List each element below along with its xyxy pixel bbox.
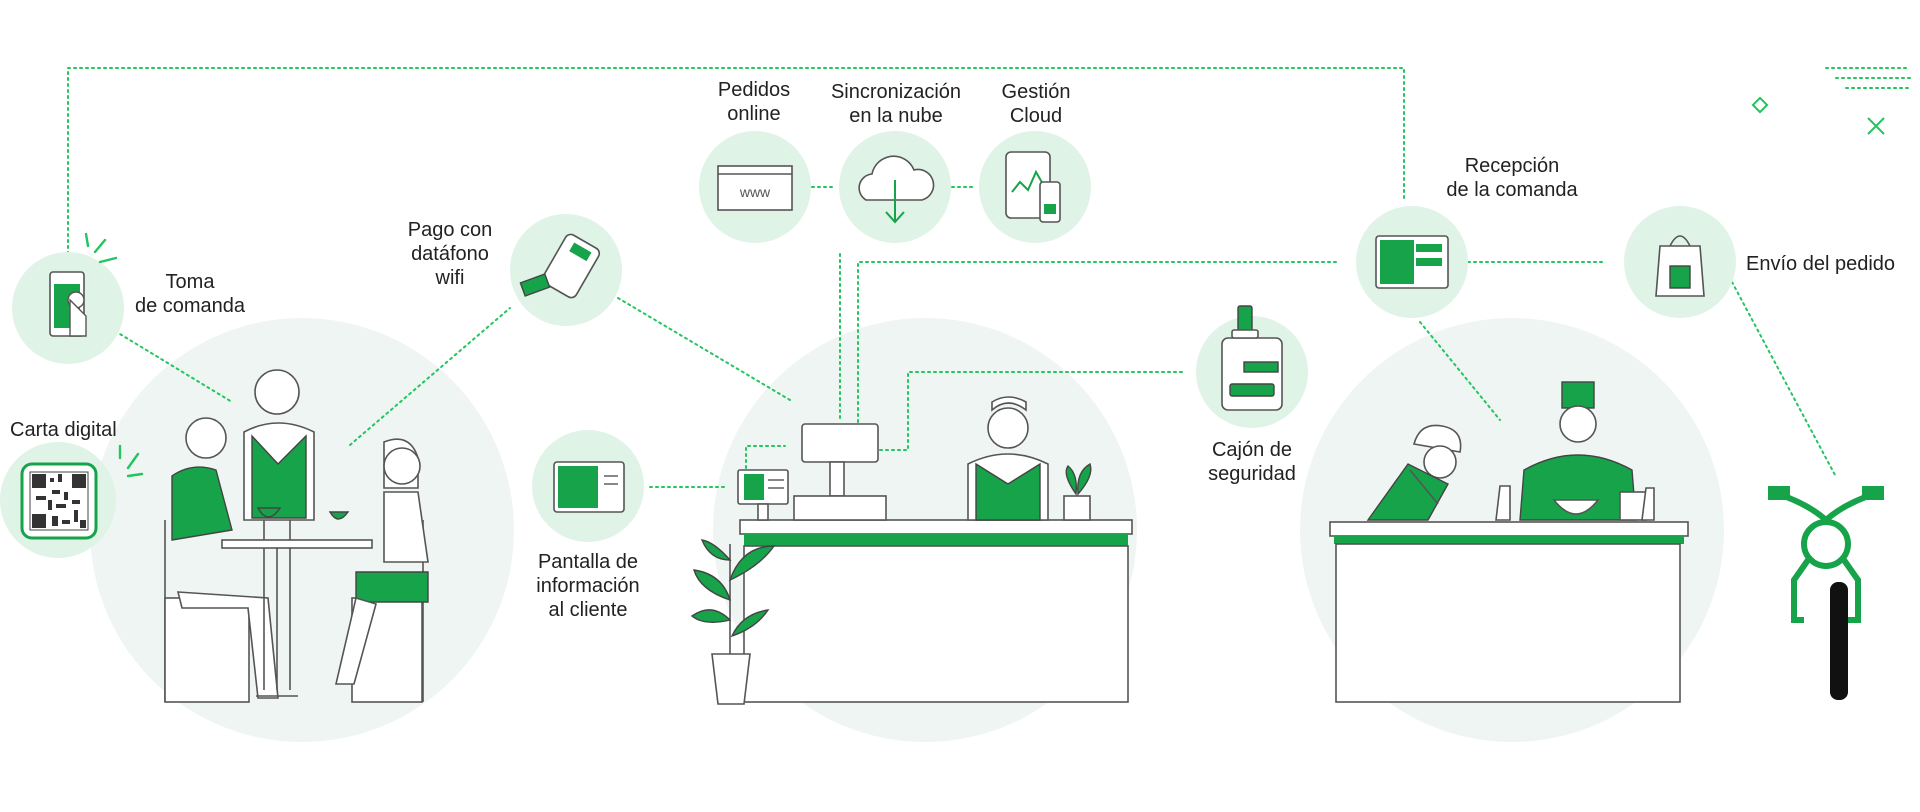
label-pantalla-info: Pantalla de información al cliente: [536, 551, 640, 621]
cloud-management-icon: [979, 131, 1091, 243]
decorative-dashes: [1751, 67, 1911, 135]
label-recepcion-comanda: Recepción de la comanda: [1446, 155, 1578, 201]
label-carta-digital: Carta digital: [10, 419, 117, 441]
qr-menu-icon: [0, 442, 144, 558]
dining-area-circle: [90, 318, 514, 742]
label-cajon-seguridad: Cajón de seguridad: [1208, 439, 1296, 485]
customer-display-icon: [532, 430, 644, 542]
cloud-sync-icon: [839, 131, 951, 243]
label-sincronizacion: Sincronización en la nube: [830, 81, 962, 127]
tablet-order-icon: [12, 232, 124, 364]
label-pedidos-online: Pedidos online: [717, 79, 791, 125]
delivery-bag-icon: [1624, 206, 1736, 318]
connector-lines: [67, 67, 1836, 488]
card-terminal-icon: [510, 214, 622, 326]
label-pago-datafono: Pago con datáfono wifi: [407, 219, 493, 289]
web-browser-icon: www: [699, 131, 811, 243]
delivery-scooter: [1768, 486, 1884, 700]
cash-drawer-icon: [1196, 305, 1308, 428]
label-toma-comanda: Toma de comanda: [134, 271, 246, 317]
www-text: www: [739, 184, 771, 200]
kitchen-display-icon: [1356, 206, 1468, 318]
dining-scene: [164, 369, 429, 703]
kitchen-scene: [1329, 381, 1689, 703]
label-gestion-cloud: Gestión Cloud: [1001, 81, 1071, 127]
label-envio-pedido: Envío del pedido: [1746, 253, 1896, 275]
pos-counter-scene: [690, 396, 1133, 705]
